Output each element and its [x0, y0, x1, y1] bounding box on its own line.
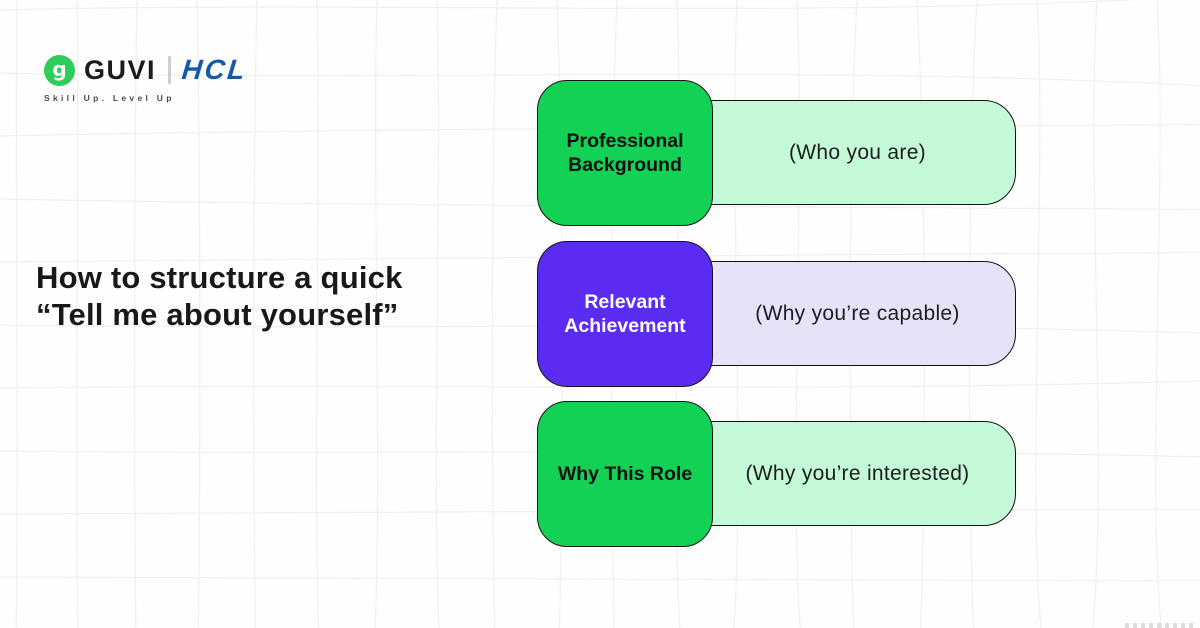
description-text: (Who you are): [789, 140, 926, 164]
label-text: Professional Background: [566, 130, 684, 176]
label-box: Relevant Achievement: [537, 241, 713, 387]
poster-title: How to structure a quick “Tell me about …: [36, 259, 403, 333]
cropped-watermark: [1125, 623, 1195, 628]
description-text: (Why you’re interested): [745, 461, 970, 485]
title-line-1: How to structure a quick: [36, 260, 403, 295]
guvi-logo-icon: g: [44, 54, 75, 86]
structure-row-professional-background: (Who you are) Professional Background: [537, 80, 1017, 226]
guvi-g-glyph: g: [52, 57, 67, 81]
description-text: (Why you’re capable): [755, 301, 960, 325]
title-line-2: “Tell me about yourself”: [36, 297, 399, 332]
logo-divider: [168, 56, 172, 84]
brand-tagline: Skill Up. Level Up: [44, 93, 175, 103]
label-box: Why This Role: [537, 401, 713, 547]
label-box: Professional Background: [537, 80, 713, 226]
label-text: Why This Role: [557, 463, 693, 485]
guvi-wordmark: GUVI: [84, 54, 157, 85]
hcl-wordmark: HCL: [180, 54, 249, 85]
label-text: Relevant Achievement: [564, 291, 686, 337]
logo-row: g GUVI HCL: [44, 54, 249, 86]
structure-row-relevant-achievement: (Why you’re capable) Relevant Achievemen…: [537, 241, 1017, 387]
brand-logo-group: g GUVI HCL Skill Up. Level Up: [44, 54, 249, 103]
structure-row-why-this-role: (Why you’re interested) Why This Role: [537, 401, 1017, 547]
